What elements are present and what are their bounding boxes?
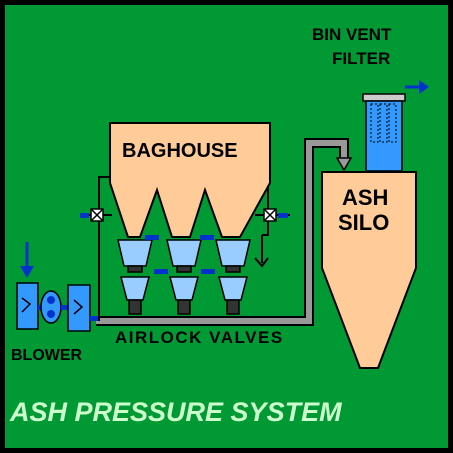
ash-silo: ASH SILO [321,171,417,369]
ash-silo-label-line1: ASH [342,185,388,210]
hopper [215,239,251,267]
airlock-valve-row [120,276,248,315]
baghouse-label: BAGHOUSE [122,140,238,162]
pipe-arrow-icon [335,157,353,172]
baghouse: BAGHOUSE [109,122,271,238]
diagram-title: ASH PRESSURE SYSTEM [9,397,342,427]
airlock-valve [169,276,199,301]
bin-vent-label-line2: FILTER [332,49,390,68]
ash-silo-label-line2: SILO [338,210,389,235]
hopper [117,239,153,267]
valve-icon [80,208,104,222]
bin-vent-filter [362,80,429,172]
airlock-valves-label: AIRLOCK VALVES [115,328,284,347]
arrow-down-icon [20,266,34,278]
blower-label: BLOWER [11,347,83,364]
blower-icon [16,242,98,332]
valve-icon [263,208,288,222]
hopper-row-upper [117,239,251,273]
airlock-valve [120,276,150,301]
conveying-pipe [96,138,353,326]
hopper [166,239,202,267]
airlock-valve [218,276,248,301]
hopper-connectors [145,235,215,274]
arrow-right-icon [419,80,429,94]
bin-vent-label-line1: BIN VENT [312,25,392,44]
